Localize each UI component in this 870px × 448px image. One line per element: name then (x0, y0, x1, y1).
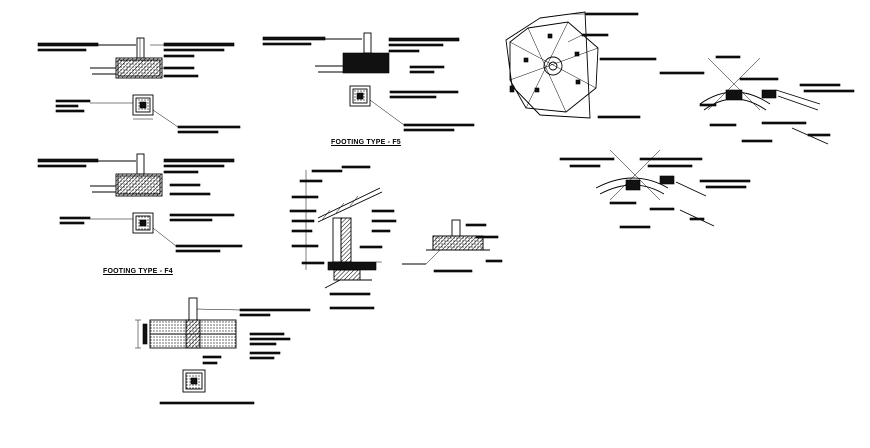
roof-joint-detail-2 (559, 149, 751, 229)
footing-detail-1 (37, 37, 241, 134)
footing-f5-detail (289, 165, 397, 310)
footing-detail-2 (262, 32, 475, 132)
roof-joint-detail-1 (659, 55, 855, 145)
footing-f4-detail (135, 297, 311, 405)
footing-f4-title: FOOTING TYPE - F4 (103, 268, 173, 275)
footing-f5-title: FOOTING TYPE - F5 (331, 139, 401, 146)
octagon-roof-plan (505, 11, 657, 119)
footing-detail-3 (37, 153, 243, 253)
plinth-detail (402, 219, 503, 273)
